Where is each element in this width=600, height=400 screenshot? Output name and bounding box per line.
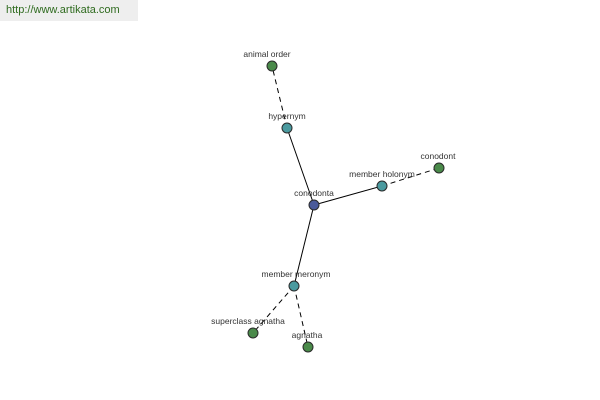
source-url-link[interactable]: http://www.artikata.com	[0, 0, 138, 21]
node-hypernym[interactable]	[281, 122, 293, 134]
edge-hypernym-to-animal-order	[271, 65, 288, 129]
node-member-holonym[interactable]	[376, 180, 388, 192]
node-label-animal-order: animal order	[243, 49, 290, 59]
edge-member-meronym-to-agnatha	[293, 285, 309, 348]
node-label-member-holonym: member holonym	[349, 169, 415, 179]
node-conodonta[interactable]	[308, 199, 320, 211]
edge-conodonta-to-member-meronym	[293, 204, 315, 287]
edge-member-holonym-to-conodont	[381, 167, 440, 187]
node-label-agnatha: agnatha	[292, 330, 323, 340]
node-label-hypernym: hypernym	[268, 111, 305, 121]
edge-member-meronym-to-superclass-agnatha	[252, 285, 295, 334]
node-agnatha[interactable]	[302, 341, 314, 353]
edges-layer	[252, 65, 440, 348]
node-label-superclass-agnatha: superclass agnatha	[211, 316, 285, 326]
node-member-meronym[interactable]	[288, 280, 300, 292]
node-label-conodonta: conodonta	[294, 188, 334, 198]
edge-conodonta-to-member-holonym	[313, 185, 383, 206]
node-animal-order[interactable]	[266, 60, 278, 72]
node-label-member-meronym: member meronym	[262, 269, 331, 279]
node-conodont[interactable]	[433, 162, 445, 174]
edge-conodonta-to-hypernym	[286, 127, 315, 206]
node-label-conodont: conodont	[421, 151, 457, 161]
nodes-layer	[247, 60, 445, 353]
labels-layer: conodonta hypernym animal order member holo…	[211, 49, 456, 340]
node-superclass-agnatha[interactable]	[247, 327, 259, 339]
